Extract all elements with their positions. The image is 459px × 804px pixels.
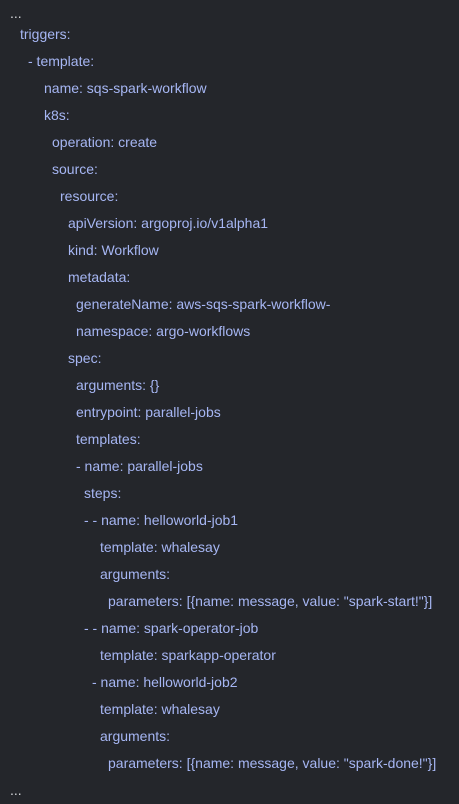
line-step-helloworld-job1: - - name: helloworld-job1 bbox=[84, 512, 239, 528]
line-step1-arguments: arguments: bbox=[100, 566, 171, 582]
line-resource: resource: bbox=[60, 188, 119, 204]
line-spec: spec: bbox=[68, 350, 102, 366]
line-step3-parameters: parameters: [{name: message, value: "spa… bbox=[108, 755, 437, 771]
line-template: - template: bbox=[28, 53, 95, 69]
line-step2-template: template: sparkapp-operator bbox=[100, 647, 276, 663]
line-operation: operation: create bbox=[52, 134, 158, 150]
line-step1-parameters: parameters: [{name: message, value: "spa… bbox=[108, 593, 433, 609]
line-triggers: triggers: bbox=[20, 26, 71, 42]
line-apiversion: apiVersion: argoproj.io/v1alpha1 bbox=[68, 215, 269, 231]
line-templates: templates: bbox=[76, 431, 141, 447]
line-source: source: bbox=[52, 161, 98, 177]
line-namespace: namespace: argo-workflows bbox=[76, 323, 251, 339]
ellipsis-bottom: ... bbox=[10, 782, 22, 798]
line-entrypoint: entrypoint: parallel-jobs bbox=[76, 404, 221, 420]
line-step3-template: template: whalesay bbox=[100, 701, 220, 717]
line-step-spark-operator-job: - - name: spark-operator-job bbox=[84, 620, 259, 636]
line-generatename: generateName: aws-sqs-spark-workflow- bbox=[76, 296, 331, 312]
line-kind: kind: Workflow bbox=[68, 242, 159, 258]
line-template-name: - name: parallel-jobs bbox=[76, 458, 203, 474]
line-k8s: k8s: bbox=[44, 107, 70, 123]
line-step3-arguments: arguments: bbox=[100, 728, 171, 744]
line-step1-template: template: whalesay bbox=[100, 539, 220, 555]
line-name: name: sqs-spark-workflow bbox=[44, 80, 207, 96]
line-arguments: arguments: {} bbox=[76, 377, 160, 393]
line-step-helloworld-job2: - name: helloworld-job2 bbox=[92, 674, 238, 690]
line-metadata: metadata: bbox=[68, 269, 131, 285]
ellipsis-top: ... bbox=[10, 5, 22, 21]
line-steps: steps: bbox=[84, 485, 122, 501]
